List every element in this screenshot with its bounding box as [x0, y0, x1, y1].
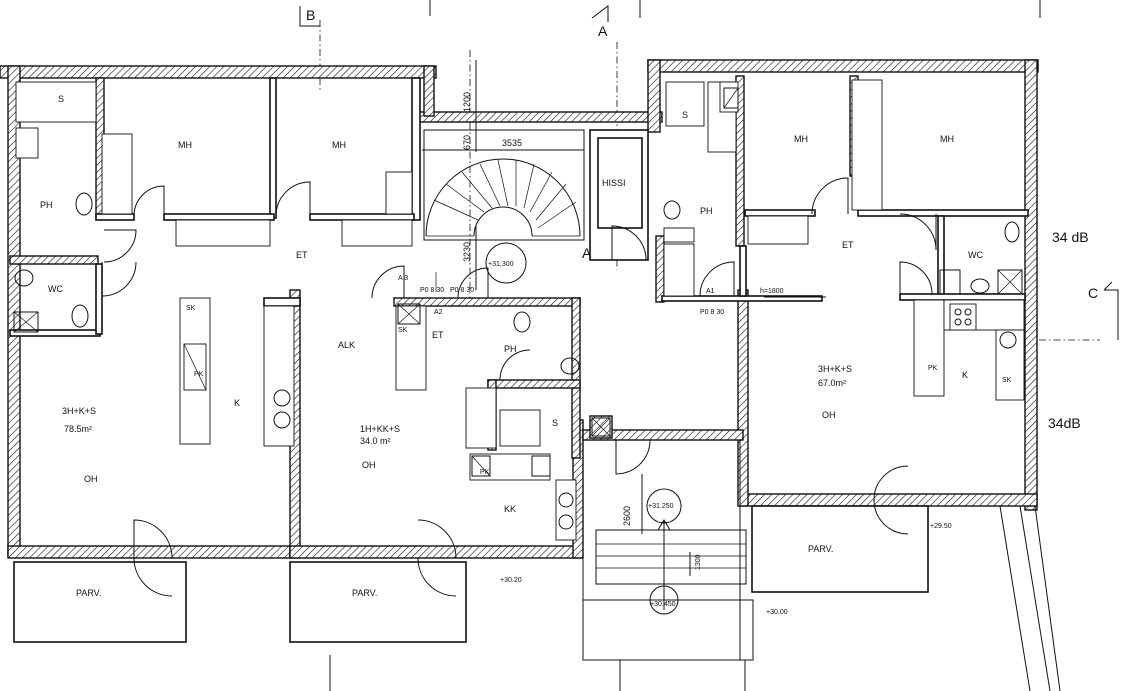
sound-ratings: 34 dB 34dB: [1048, 229, 1089, 431]
room-k: K: [962, 370, 968, 380]
apartment-area: 78.5m²: [64, 424, 92, 434]
door-code-a3: A 3: [398, 275, 408, 282]
appliance-sk-2: SK: [398, 327, 408, 334]
room-s: S: [58, 94, 64, 104]
apartment-right: S PH MH MH ET WC K 3H+K+S 67.0m² OH PARV…: [682, 110, 983, 554]
apartment-left: S MH MH PH WC ET K 3H+K+S 78.5m² OH PARV…: [40, 94, 346, 598]
apartment-area: 34.0 m²: [360, 436, 391, 446]
dimension-texts: 1200 670 3535 3230 2600 1300 h=1800: [462, 92, 784, 570]
apartment-type: 3H+K+S: [62, 406, 96, 416]
room-ph: PH: [504, 344, 517, 354]
room-et: ET: [842, 240, 854, 250]
door-code-p0830-c: P0 8 30: [700, 309, 724, 316]
appliance-labels: PK PK PK SK SK SK: [186, 305, 1012, 476]
room-et: ET: [296, 250, 308, 260]
dim-1200: 1200: [462, 92, 472, 112]
elev-3000: +30.00: [766, 609, 788, 616]
room-oh: OH: [84, 474, 98, 484]
section-labels: B A A C: [306, 7, 1098, 301]
room-parv: PARV.: [76, 588, 101, 598]
door-code-a1: A1: [706, 288, 715, 295]
section-mark-c: C: [1088, 285, 1098, 301]
elev-30450: +30.450: [650, 601, 676, 608]
door-codes: A 3 P0 8 30 P0 8 30 A2 A1 P0 8 30: [398, 275, 724, 316]
room-alk: ALK: [338, 340, 355, 350]
room-et: ET: [432, 330, 444, 340]
room-parv: PARV.: [808, 544, 833, 554]
apartment-center: ALK ET PH S 1H+KK+S 34.0 m² OH KK PARV.: [338, 330, 558, 598]
elevator-label: HISSI: [602, 178, 626, 188]
exterior-walls: [0, 59, 1039, 559]
appliance-pk-1: PK: [194, 371, 204, 378]
dim-670: 670: [462, 135, 472, 150]
room-ph: PH: [40, 200, 53, 210]
elev-2950: +29.50: [930, 523, 952, 530]
apartment-type: 3H+K+S: [818, 364, 852, 374]
section-mark-a-top: A: [598, 23, 608, 39]
dimension-lines: [422, 60, 826, 576]
appliance-pk-3: PK: [928, 365, 938, 372]
room-wc: WC: [48, 284, 63, 294]
door-code-p0830-b: P0 8 30: [450, 287, 474, 294]
balconies: [13, 505, 1061, 691]
room-ph: PH: [700, 206, 713, 216]
appliance-sk-1: SK: [186, 305, 196, 312]
room-s: S: [682, 110, 688, 120]
sound-rating-2: 34dB: [1048, 415, 1081, 431]
fixtures: [13, 79, 1025, 541]
appliance-sk-3: SK: [1002, 377, 1012, 384]
room-kk: KK: [504, 504, 516, 514]
room-oh: OH: [822, 410, 836, 420]
interior-walls: [9, 77, 1029, 337]
room-k: K: [234, 398, 240, 408]
door-code-a2: A2: [434, 309, 443, 316]
dim-2600: 2600: [622, 506, 632, 526]
elev-3020: +30.20: [500, 577, 522, 584]
sound-rating-1: 34 dB: [1052, 229, 1089, 245]
room-mh-1: MH: [178, 140, 192, 150]
dim-3535: 3535: [502, 138, 522, 148]
doors: [101, 177, 937, 597]
room-mh-2: MH: [332, 140, 346, 150]
elev-31300: +31,300: [488, 261, 514, 268]
door-code-p0830-a: P0 8 30: [420, 287, 444, 294]
room-wc: WC: [968, 250, 983, 260]
elevation-texts: +31,300 +31.250 +30.450 +30.20 +30.00 +2…: [488, 261, 952, 616]
room-s: S: [552, 418, 558, 428]
room-mh-1: MH: [794, 134, 808, 144]
section-mark-b: B: [306, 7, 315, 23]
room-mh-2: MH: [940, 134, 954, 144]
elev-31250: +31.250: [648, 503, 674, 510]
appliance-pk-2: PK: [480, 469, 490, 476]
spiral-stair: [423, 129, 585, 292]
dim-h1800: h=1800: [760, 288, 784, 295]
dim-3230: 3230: [462, 242, 472, 262]
room-parv: PARV.: [352, 588, 377, 598]
room-oh: OH: [362, 460, 376, 470]
section-mark-a-mid: A: [582, 245, 592, 261]
dim-1300: 1300: [695, 554, 702, 570]
apartment-type: 1H+KK+S: [360, 424, 400, 434]
elevator: HISSI: [602, 178, 626, 188]
entrance-stairs: [582, 440, 754, 661]
apartment-area: 67.0m²: [818, 378, 846, 388]
